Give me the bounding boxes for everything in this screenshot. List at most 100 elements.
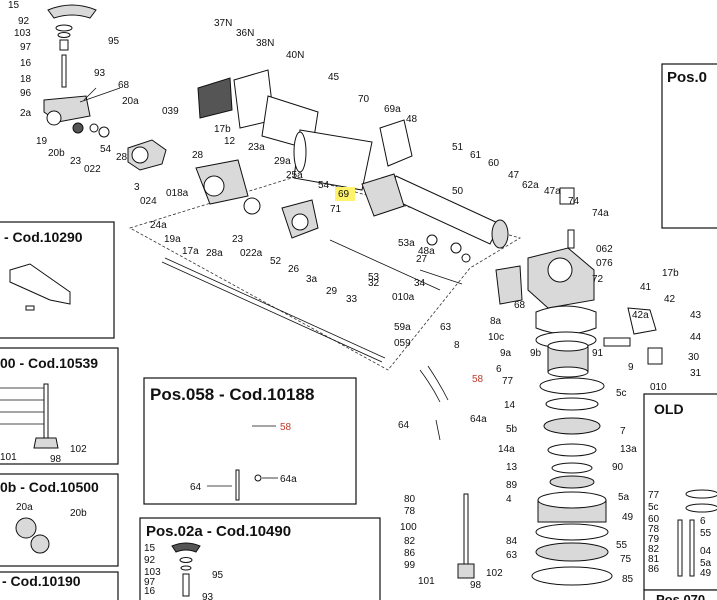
part-label-53: 51 bbox=[452, 142, 464, 153]
part-label-103: 4 bbox=[506, 494, 512, 505]
part-label-59: 74 bbox=[568, 196, 580, 207]
part-label-75: 72 bbox=[592, 274, 604, 285]
part-label-7: 96 bbox=[20, 88, 32, 99]
inset-pos02a-drawing bbox=[171, 542, 201, 597]
part-label-26: 17b bbox=[214, 124, 231, 135]
svg-text:97: 97 bbox=[144, 577, 156, 588]
part-label-66: 27 bbox=[416, 254, 428, 265]
part-label-18: 3 bbox=[134, 182, 140, 193]
part-label-80: 44 bbox=[690, 332, 702, 343]
part-label-36: 54 bbox=[318, 180, 330, 191]
part-label-65: 34 bbox=[414, 278, 426, 289]
inset-pos058-label-58: 58 bbox=[280, 422, 292, 433]
part-label-56: 47 bbox=[508, 170, 520, 181]
gear-and-housing bbox=[195, 69, 523, 305]
part-label-29: 25a bbox=[286, 170, 303, 181]
part-label-76: 41 bbox=[640, 282, 652, 293]
part-label-57: 62a bbox=[522, 180, 539, 191]
part-label-23: 40N bbox=[286, 50, 304, 61]
shaft-rod bbox=[161, 261, 383, 363]
inset-left2-drawing bbox=[0, 383, 59, 449]
part-label-87: 31 bbox=[690, 368, 702, 379]
svg-text:82: 82 bbox=[648, 544, 660, 555]
part-label-2: 103 bbox=[14, 28, 31, 39]
part-label-47: 3a bbox=[306, 274, 318, 285]
part-label-72: 68 bbox=[514, 300, 526, 311]
inset-left3-drawing bbox=[15, 517, 50, 554]
part-label-69: 59a bbox=[394, 322, 411, 333]
part-label-82: 9a bbox=[500, 348, 512, 359]
part-label-88: 010 bbox=[650, 382, 667, 393]
part-label-92: 5c bbox=[616, 388, 627, 399]
part-number-labels: 15921039795161896936820a2a1920b230225428… bbox=[8, 0, 702, 591]
part-label-35: 018a bbox=[166, 188, 189, 199]
part-label-62: 076 bbox=[596, 258, 613, 269]
part-label-79: 43 bbox=[690, 310, 702, 321]
part-label-105: 49 bbox=[622, 512, 634, 523]
part-label-16: 54 bbox=[100, 144, 112, 155]
part-label-10: 20a bbox=[122, 96, 139, 107]
svg-text:15: 15 bbox=[144, 543, 156, 554]
part-label-15: 022 bbox=[84, 164, 101, 175]
part-label-46: 26 bbox=[288, 264, 300, 275]
svg-text:6: 6 bbox=[700, 516, 706, 527]
part-label-89: 6 bbox=[496, 364, 502, 375]
inset-pos058-label-64: 64 bbox=[190, 482, 202, 493]
inset-left4-title: - Cod.10190 bbox=[2, 573, 81, 589]
spindle-parts bbox=[435, 419, 475, 579]
svg-text:98: 98 bbox=[50, 454, 62, 465]
part-label-9: 68 bbox=[118, 80, 130, 91]
part-label-99: 13a bbox=[620, 444, 637, 455]
right-housing bbox=[419, 187, 663, 586]
part-label-90: 58 bbox=[472, 374, 484, 385]
svg-text:16: 16 bbox=[144, 586, 156, 597]
part-label-58: 47a bbox=[544, 186, 561, 197]
part-label-61: 062 bbox=[596, 244, 613, 255]
part-label-83: 9b bbox=[530, 348, 542, 359]
part-label-13: 20b bbox=[48, 148, 65, 159]
top-left-parts bbox=[43, 4, 167, 171]
inset-old-drawing bbox=[677, 489, 717, 577]
part-label-0: 15 bbox=[8, 0, 20, 11]
part-label-14: 23 bbox=[70, 156, 82, 167]
part-label-38: 71 bbox=[330, 204, 342, 215]
part-label-107: 78 bbox=[404, 506, 416, 517]
part-label-55: 60 bbox=[488, 158, 500, 169]
svg-text:79: 79 bbox=[648, 534, 660, 545]
part-label-51: 53a bbox=[398, 238, 415, 249]
part-label-112: 101 bbox=[418, 576, 435, 587]
svg-text:20b: 20b bbox=[70, 508, 87, 519]
part-label-95: 14 bbox=[504, 400, 516, 411]
part-label-50: 53 bbox=[368, 272, 380, 283]
part-label-45: 52 bbox=[270, 256, 282, 267]
part-label-77: 42 bbox=[664, 294, 676, 305]
part-label-97: 7 bbox=[620, 426, 626, 437]
inset-pos058-box bbox=[143, 377, 357, 505]
part-label-71: 63 bbox=[440, 322, 452, 333]
svg-text:04: 04 bbox=[700, 546, 712, 557]
part-label-43: 23 bbox=[232, 234, 244, 245]
part-label-33: 12 bbox=[224, 136, 236, 147]
part-label-102: 89 bbox=[506, 480, 518, 491]
inset-pos058-title: Pos.058 - Cod.10188 bbox=[150, 385, 314, 404]
svg-text:86: 86 bbox=[648, 564, 660, 575]
part-label-74: 8 bbox=[454, 340, 460, 351]
part-label-81: 10c bbox=[488, 332, 504, 343]
part-label-20: 37N bbox=[214, 18, 232, 29]
inset-left4-box bbox=[0, 571, 119, 600]
part-label-98: 14a bbox=[498, 444, 515, 455]
part-label-78: 42a bbox=[632, 310, 649, 321]
part-label-24: 45 bbox=[328, 72, 340, 83]
part-label-100: 13 bbox=[506, 462, 518, 473]
svg-text:60: 60 bbox=[648, 514, 660, 525]
svg-text:92: 92 bbox=[144, 555, 156, 566]
part-label-8: 93 bbox=[94, 68, 106, 79]
part-label-41: 17a bbox=[182, 246, 199, 257]
svg-text:77: 77 bbox=[648, 490, 660, 501]
part-label-17: 28 bbox=[116, 152, 128, 163]
part-label-54: 61 bbox=[470, 150, 482, 161]
svg-text:103: 103 bbox=[144, 567, 161, 578]
part-label-110: 86 bbox=[404, 548, 416, 559]
part-label-86: 30 bbox=[688, 352, 700, 363]
